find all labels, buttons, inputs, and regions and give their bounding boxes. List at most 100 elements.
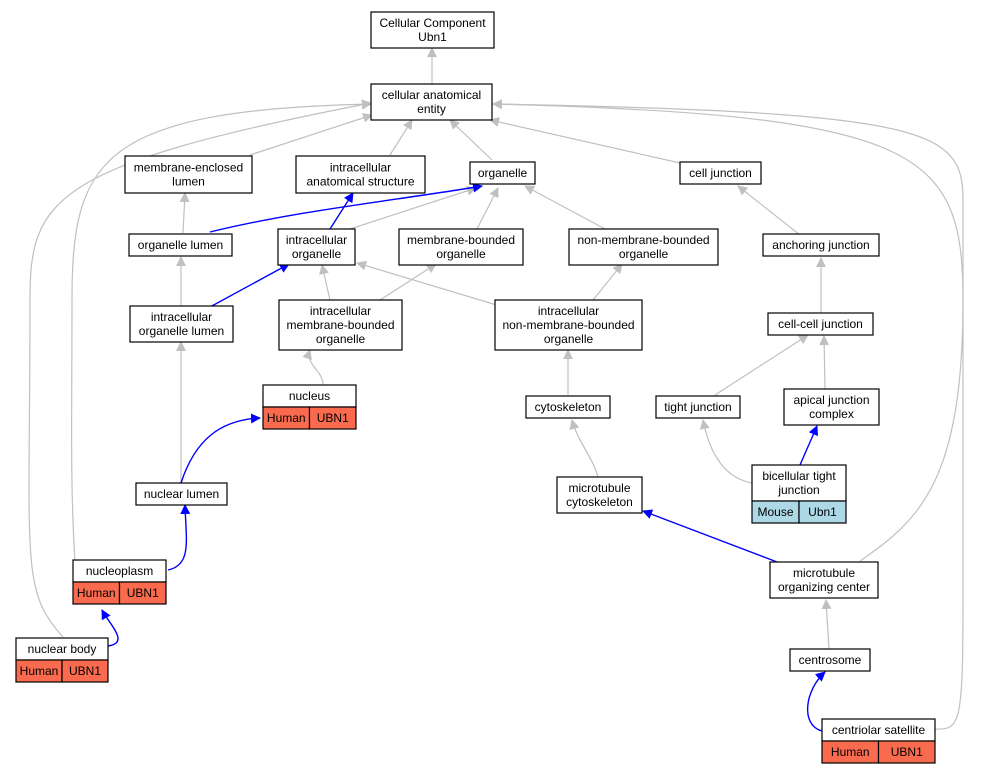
blue-edges bbox=[101, 182, 826, 732]
edge-npl-nl-blue bbox=[167, 504, 191, 571]
node-cytoskeleton-label: cytoskeleton bbox=[535, 400, 602, 414]
node-intracellular-anatomical-structure-label: anatomical structure bbox=[306, 175, 414, 189]
edge-inmbo-io bbox=[356, 260, 501, 307]
node-nucleus-annotation: Human UBN1 bbox=[262, 406, 357, 430]
node-intracellular-non-membrane-bounded-organelle-label: intracellular bbox=[538, 304, 599, 318]
node-bicellular-tight-junction-box bbox=[751, 464, 847, 502]
node-cellular-anatomical-entity-label: cellular anatomical bbox=[382, 88, 481, 102]
node-nucleus[interactable]: nucleus bbox=[262, 384, 357, 408]
node-intracellular-non-membrane-bounded-organelle-label: non-membrane-bounded bbox=[502, 318, 634, 332]
node-centriolar-satellite[interactable]: centriolar satellite bbox=[821, 718, 936, 742]
node-microtubule-organizing-center-label: organizing center bbox=[778, 580, 870, 594]
node-intracellular-organelle-box bbox=[277, 228, 356, 266]
node-anchoring-junction-label: anchoring junction bbox=[772, 238, 869, 252]
node-cellular-component-root-box bbox=[370, 11, 495, 49]
gene-cell bbox=[308, 406, 357, 430]
node-tight-junction[interactable]: tight junction bbox=[655, 395, 741, 419]
edge-iol-io-blue bbox=[209, 263, 290, 308]
node-intracellular-membrane-bounded-organelle-box bbox=[278, 299, 403, 351]
node-intracellular-non-membrane-bounded-organelle[interactable]: intracellularnon-membrane-boundedorganel… bbox=[494, 299, 643, 351]
species-label: Mouse bbox=[757, 505, 793, 519]
node-cellular-component-root-label: Cellular Component bbox=[379, 16, 486, 30]
gene-label: UBN1 bbox=[317, 411, 349, 425]
node-organelle-label: organelle bbox=[478, 166, 528, 180]
node-cell-junction-box bbox=[679, 161, 762, 185]
node-intracellular-anatomical-structure-box bbox=[295, 155, 426, 194]
species-label: Human bbox=[831, 745, 870, 759]
node-intracellular-non-membrane-bounded-organelle-box bbox=[494, 299, 643, 351]
node-membrane-bounded-organelle-label: membrane-bounded bbox=[407, 233, 515, 247]
node-nuclear-body-label: nuclear body bbox=[28, 642, 97, 656]
node-centrosome[interactable]: centrosome bbox=[789, 648, 871, 672]
node-bicellular-tight-junction-label: junction bbox=[777, 483, 819, 497]
node-cell-cell-junction-box bbox=[767, 312, 874, 336]
node-nuclear-body[interactable]: nuclear body bbox=[15, 637, 109, 661]
edge-npl-cae bbox=[71, 99, 372, 564]
edge-btj-ajc-blue bbox=[799, 425, 818, 466]
node-cellular-component-root-label: Ubn1 bbox=[418, 30, 447, 44]
node-cellular-anatomical-entity-box bbox=[370, 83, 493, 121]
edge-inmbo-nmbo bbox=[592, 263, 623, 301]
edge-org-cae bbox=[449, 119, 493, 161]
gene-cell bbox=[118, 581, 167, 605]
node-intracellular-organelle-label: intracellular bbox=[286, 233, 347, 247]
edge-cen-mtoc bbox=[821, 599, 832, 650]
node-organelle-lumen-box bbox=[128, 233, 233, 257]
node-non-membrane-bounded-organelle-label: organelle bbox=[619, 247, 669, 261]
edge-io-ias-blue bbox=[329, 192, 354, 230]
node-intracellular-membrane-bounded-organelle-label: intracellular bbox=[310, 304, 371, 318]
edge-cs-cen-blue bbox=[807, 671, 826, 732]
node-microtubule-cytoskeleton-box bbox=[556, 476, 643, 514]
species-label: Human bbox=[267, 411, 306, 425]
node-anchoring-junction[interactable]: anchoring junction bbox=[762, 233, 880, 257]
node-microtubule-organizing-center-box bbox=[769, 561, 879, 599]
node-intracellular-organelle-lumen-box bbox=[129, 305, 234, 343]
node-organelle-lumen[interactable]: organelle lumen bbox=[128, 233, 233, 257]
node-intracellular-organelle-label: organelle bbox=[292, 247, 342, 261]
node-bicellular-tight-junction-label: bicellular tight bbox=[762, 469, 836, 483]
edge-io-org bbox=[349, 186, 477, 230]
node-apical-junction-complex-label: apical junction bbox=[793, 393, 869, 407]
node-nuclear-lumen[interactable]: nuclear lumen bbox=[135, 482, 228, 506]
node-cell-junction-label: cell junction bbox=[689, 166, 752, 180]
edge-tj-ccj bbox=[714, 334, 809, 396]
species-label: Human bbox=[77, 586, 116, 600]
node-intracellular-membrane-bounded-organelle-label: organelle bbox=[316, 332, 366, 346]
node-microtubule-cytoskeleton-label: cytoskeleton bbox=[566, 495, 633, 509]
node-intracellular-membrane-bounded-organelle-label: membrane-bounded bbox=[286, 318, 394, 332]
node-nucleoplasm[interactable]: nucleoplasm bbox=[72, 559, 167, 583]
edge-nl-nuc-blue bbox=[180, 413, 261, 484]
node-intracellular-anatomical-structure-label: intracellular bbox=[330, 161, 391, 175]
node-organelle[interactable]: organelle bbox=[469, 161, 536, 185]
edge-ol-mel bbox=[179, 192, 190, 234]
edge-cs-cae bbox=[492, 99, 964, 730]
node-nucleus-label: nucleus bbox=[289, 389, 330, 403]
node-cytoskeleton[interactable]: cytoskeleton bbox=[525, 395, 611, 419]
node-nuclear-lumen-box bbox=[135, 482, 228, 506]
gene-label: UBN1 bbox=[127, 586, 159, 600]
node-cell-cell-junction[interactable]: cell-cell junction bbox=[767, 312, 874, 336]
edge-imbo-mbo bbox=[379, 263, 437, 301]
node-anchoring-junction-box bbox=[762, 233, 880, 257]
node-nuclear-lumen-label: nuclear lumen bbox=[144, 487, 219, 501]
node-non-membrane-bounded-organelle-label: non-membrane-bounded bbox=[577, 233, 709, 247]
node-membrane-bounded-organelle-box bbox=[398, 228, 524, 266]
node-cell-junction[interactable]: cell junction bbox=[679, 161, 762, 185]
node-intracellular-non-membrane-bounded-organelle-label: organelle bbox=[544, 332, 594, 346]
node-intracellular-organelle-lumen-label: organelle lumen bbox=[139, 324, 224, 338]
